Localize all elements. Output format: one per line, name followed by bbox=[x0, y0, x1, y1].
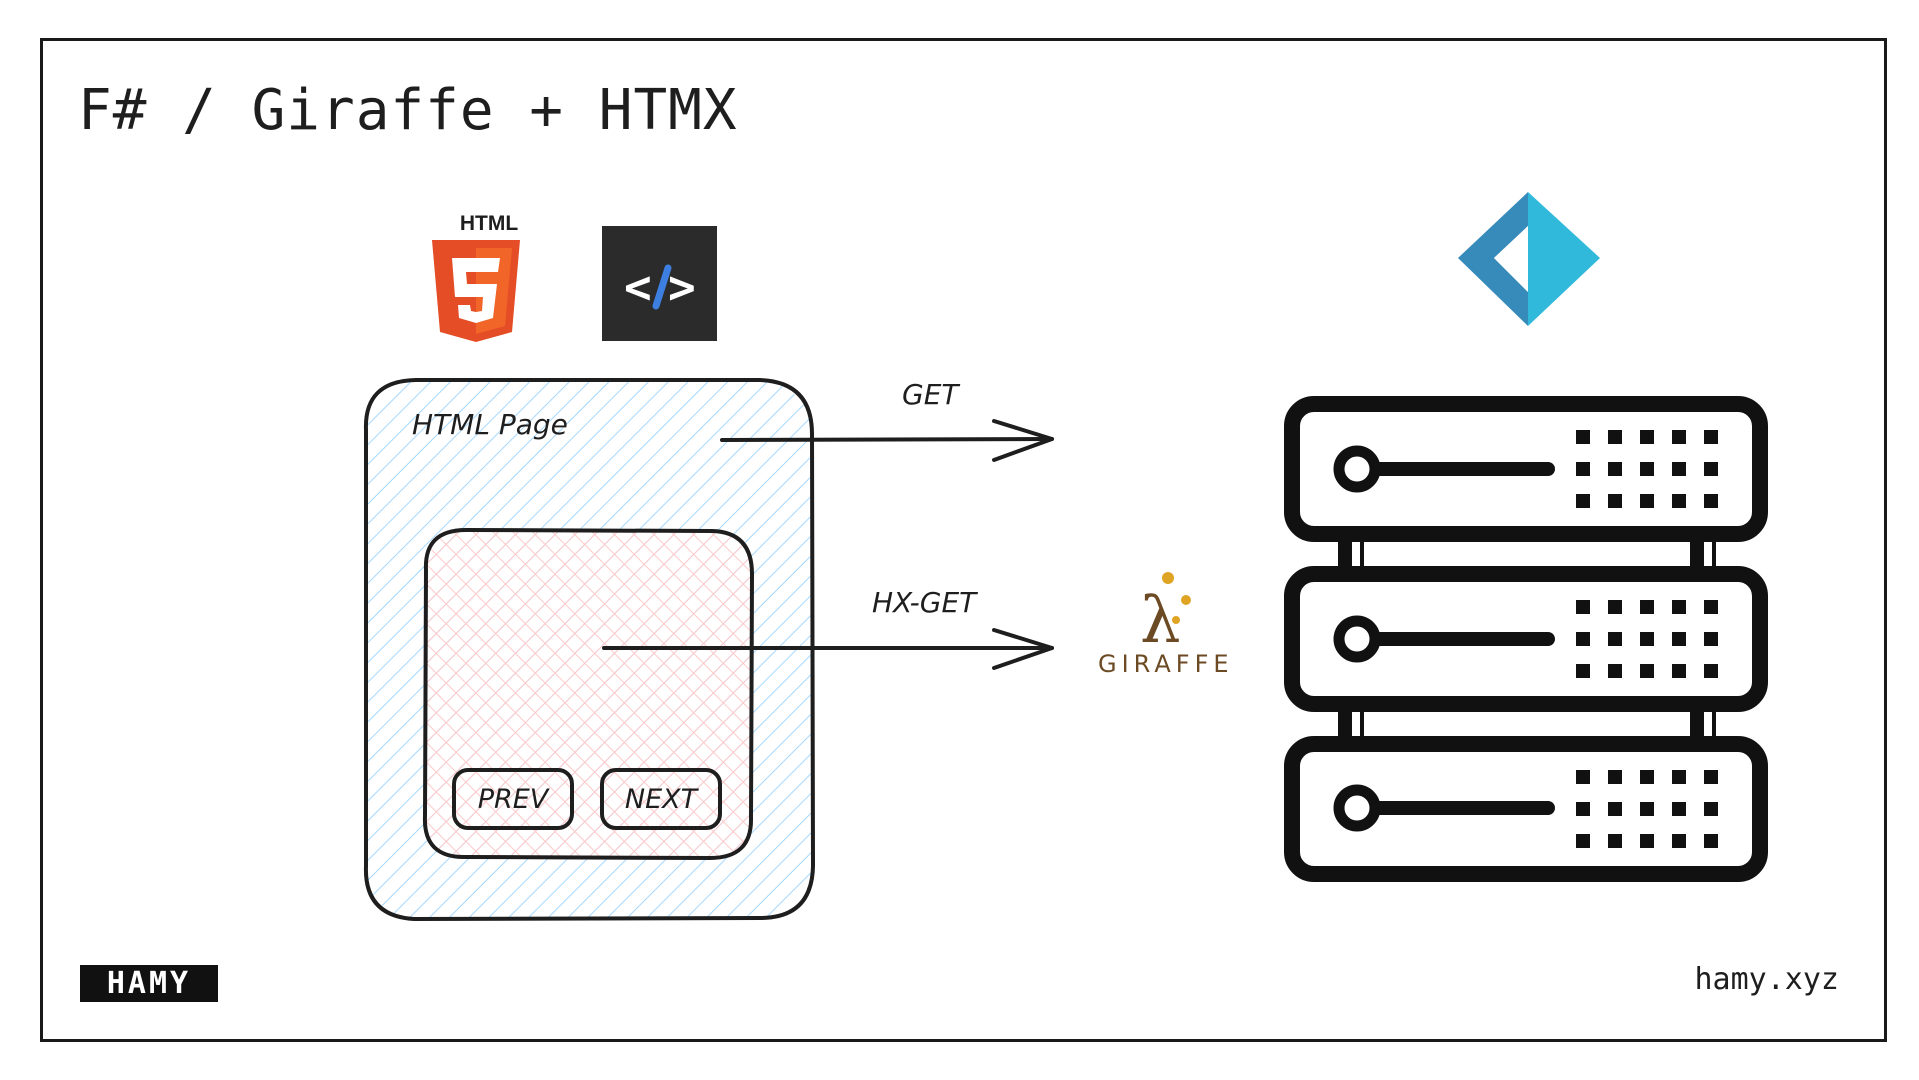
server-rack-icon bbox=[1284, 396, 1768, 882]
get-arrow bbox=[720, 419, 1054, 462]
slide-title: F# / Giraffe + HTMX bbox=[78, 78, 738, 143]
hamy-brand-logo: HAMY bbox=[80, 965, 218, 1002]
site-url: hamy.xyz bbox=[1694, 962, 1840, 997]
svg-text:>: > bbox=[668, 260, 696, 314]
hx-get-arrow bbox=[602, 628, 1054, 670]
next-button[interactable]: NEXT bbox=[600, 768, 722, 830]
next-button-label: NEXT bbox=[625, 784, 700, 815]
code-icon: < > bbox=[602, 226, 717, 341]
server-unit-2 bbox=[1284, 566, 1768, 712]
giraffe-logo-icon: λ bbox=[1140, 572, 1191, 658]
htmx-fragment-box bbox=[422, 527, 755, 861]
server-unit-1 bbox=[1284, 396, 1768, 542]
prev-button[interactable]: PREV bbox=[452, 768, 574, 830]
get-label: GET bbox=[902, 378, 960, 411]
prev-button-label: PREV bbox=[478, 784, 551, 815]
fsharp-logo-icon bbox=[1458, 192, 1600, 326]
svg-text:<: < bbox=[624, 260, 652, 314]
giraffe-logo-label: GIRAFFE bbox=[1098, 650, 1234, 678]
hx-get-label: HX-GET bbox=[872, 586, 978, 619]
server-unit-3 bbox=[1284, 736, 1768, 882]
html5-logo bbox=[432, 240, 520, 342]
html5-logo-label: HTML bbox=[459, 212, 519, 235]
html-page-label: HTML Page bbox=[412, 408, 568, 441]
